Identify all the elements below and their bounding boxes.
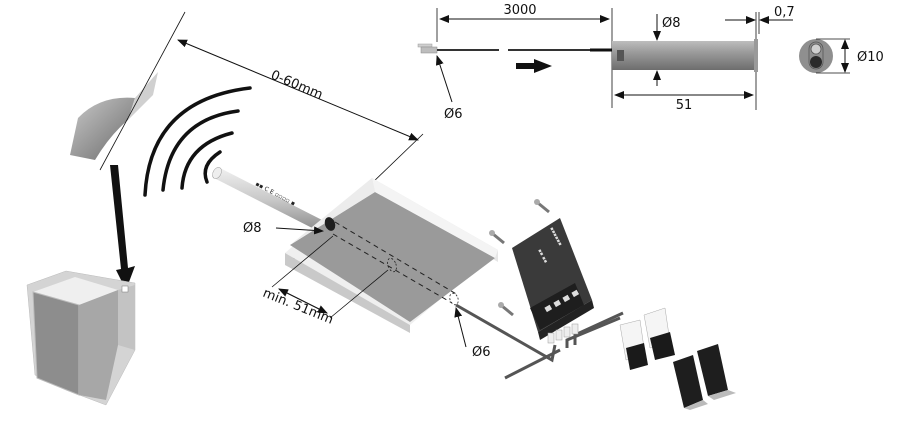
screw (489, 230, 505, 245)
sensor-diameter-label: Ø8 (662, 16, 681, 31)
magnet-gap-dimension (177, 39, 419, 141)
adhesive-pad (643, 307, 675, 360)
cabinet (26, 270, 136, 406)
connector-diameter-label: Ø6 (444, 107, 463, 122)
sensor-unit: ▪▪ C E ▫▫▫▫ ▪ (212, 167, 333, 234)
drill-diameter-leader (275, 226, 324, 235)
cable-length-label: 3000 (503, 3, 536, 18)
connector-diameter-leader (435, 55, 453, 103)
min-depth-dimension (278, 288, 328, 314)
mounting-block (285, 178, 498, 333)
sensor-led-light (810, 43, 822, 55)
sensor-dimension-drawing: 3000 Ø6 Ø8 0,7 51 (417, 3, 884, 122)
screw (534, 199, 550, 214)
end-diameter-label: Ø10 (857, 50, 884, 65)
hidden-bore-line (334, 221, 459, 296)
control-module: ▪▪▪▪▪▪ ▪▪ ▪▪ (512, 218, 594, 340)
connector-plug (417, 43, 438, 54)
hidden-bore-line (332, 233, 453, 304)
drill-diameter-label: Ø8 (243, 221, 262, 236)
wire-terminals (547, 323, 579, 344)
magnet-lid (70, 72, 158, 160)
extension-line (329, 269, 389, 319)
sensor-hole (121, 285, 129, 293)
cable-hole-label: Ø6 (472, 345, 491, 360)
drill-hole (324, 217, 336, 231)
sensor-led-dark (810, 56, 822, 68)
magnet-gap-label: 0-60mm (268, 68, 324, 103)
direction-arrow-icon (516, 59, 552, 73)
wireless-signal-icon (143, 86, 252, 197)
screw (498, 302, 514, 317)
min-depth-label: min. 51mm (261, 286, 336, 328)
sensor-length-label: 51 (676, 98, 693, 113)
extension-line (271, 235, 334, 288)
sensor-flange (754, 39, 758, 72)
velcro-pad (673, 355, 708, 410)
cable-hole-leader (454, 307, 467, 348)
extension-line (99, 11, 186, 171)
sensor-body (612, 41, 755, 70)
adhesive-pad (619, 319, 648, 370)
sensor-end-view (799, 39, 833, 73)
velcro-pad (697, 344, 736, 400)
sensor-window (617, 50, 624, 61)
wiring (455, 303, 624, 380)
flange-thickness-label: 0,7 (774, 5, 795, 20)
mounting-arrow-icon (110, 165, 135, 290)
